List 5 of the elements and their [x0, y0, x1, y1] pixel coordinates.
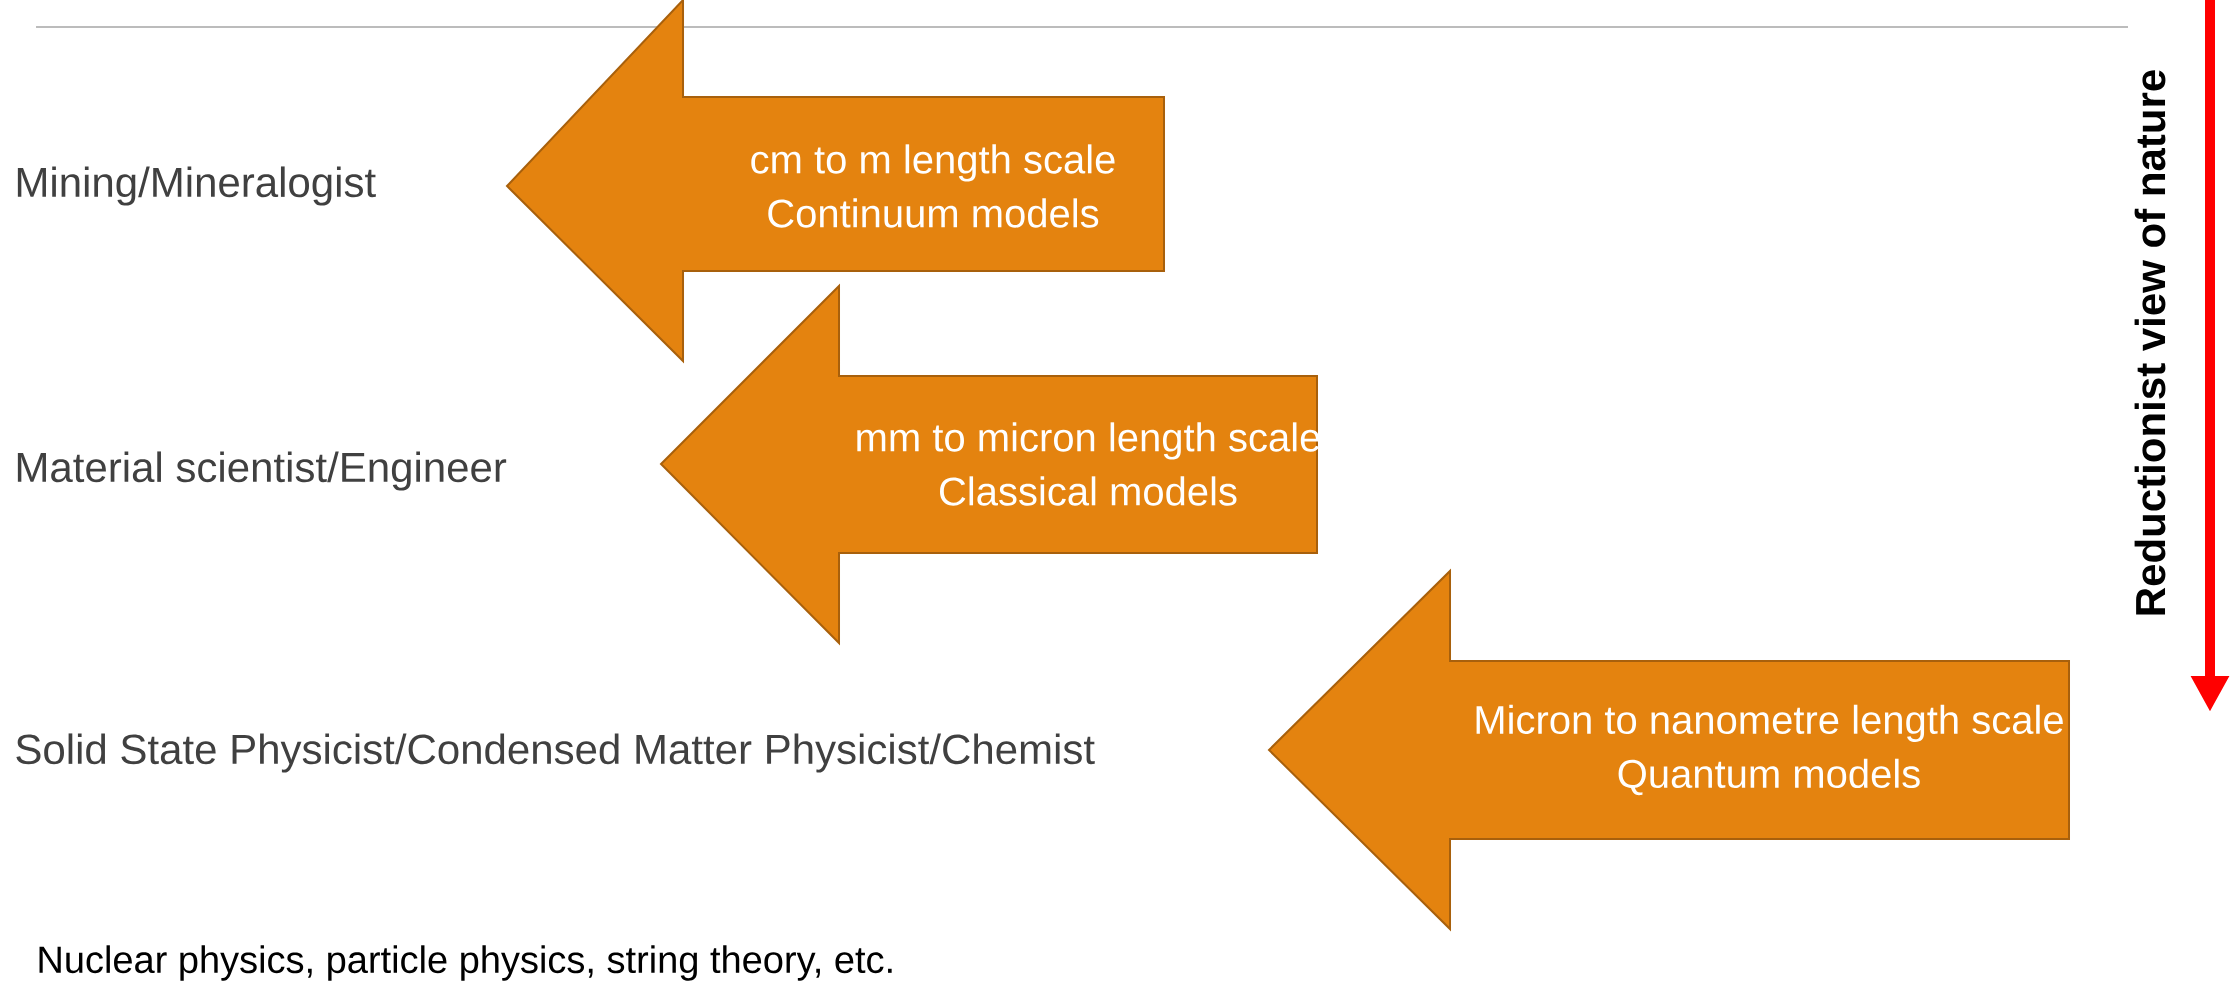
note: Nuclear physics, particle physics, string theory, etc.	[39, 945, 892, 981]
role-label: Material scientist/Engineer	[17, 451, 507, 491]
axis-label: Reductionist view of nature	[2134, 70, 2166, 615]
role-label: Solid State Physicist/Condensed Matter Physicist/Chemist	[16, 733, 1095, 773]
role-label: Mining/Mineralogist	[17, 166, 376, 206]
